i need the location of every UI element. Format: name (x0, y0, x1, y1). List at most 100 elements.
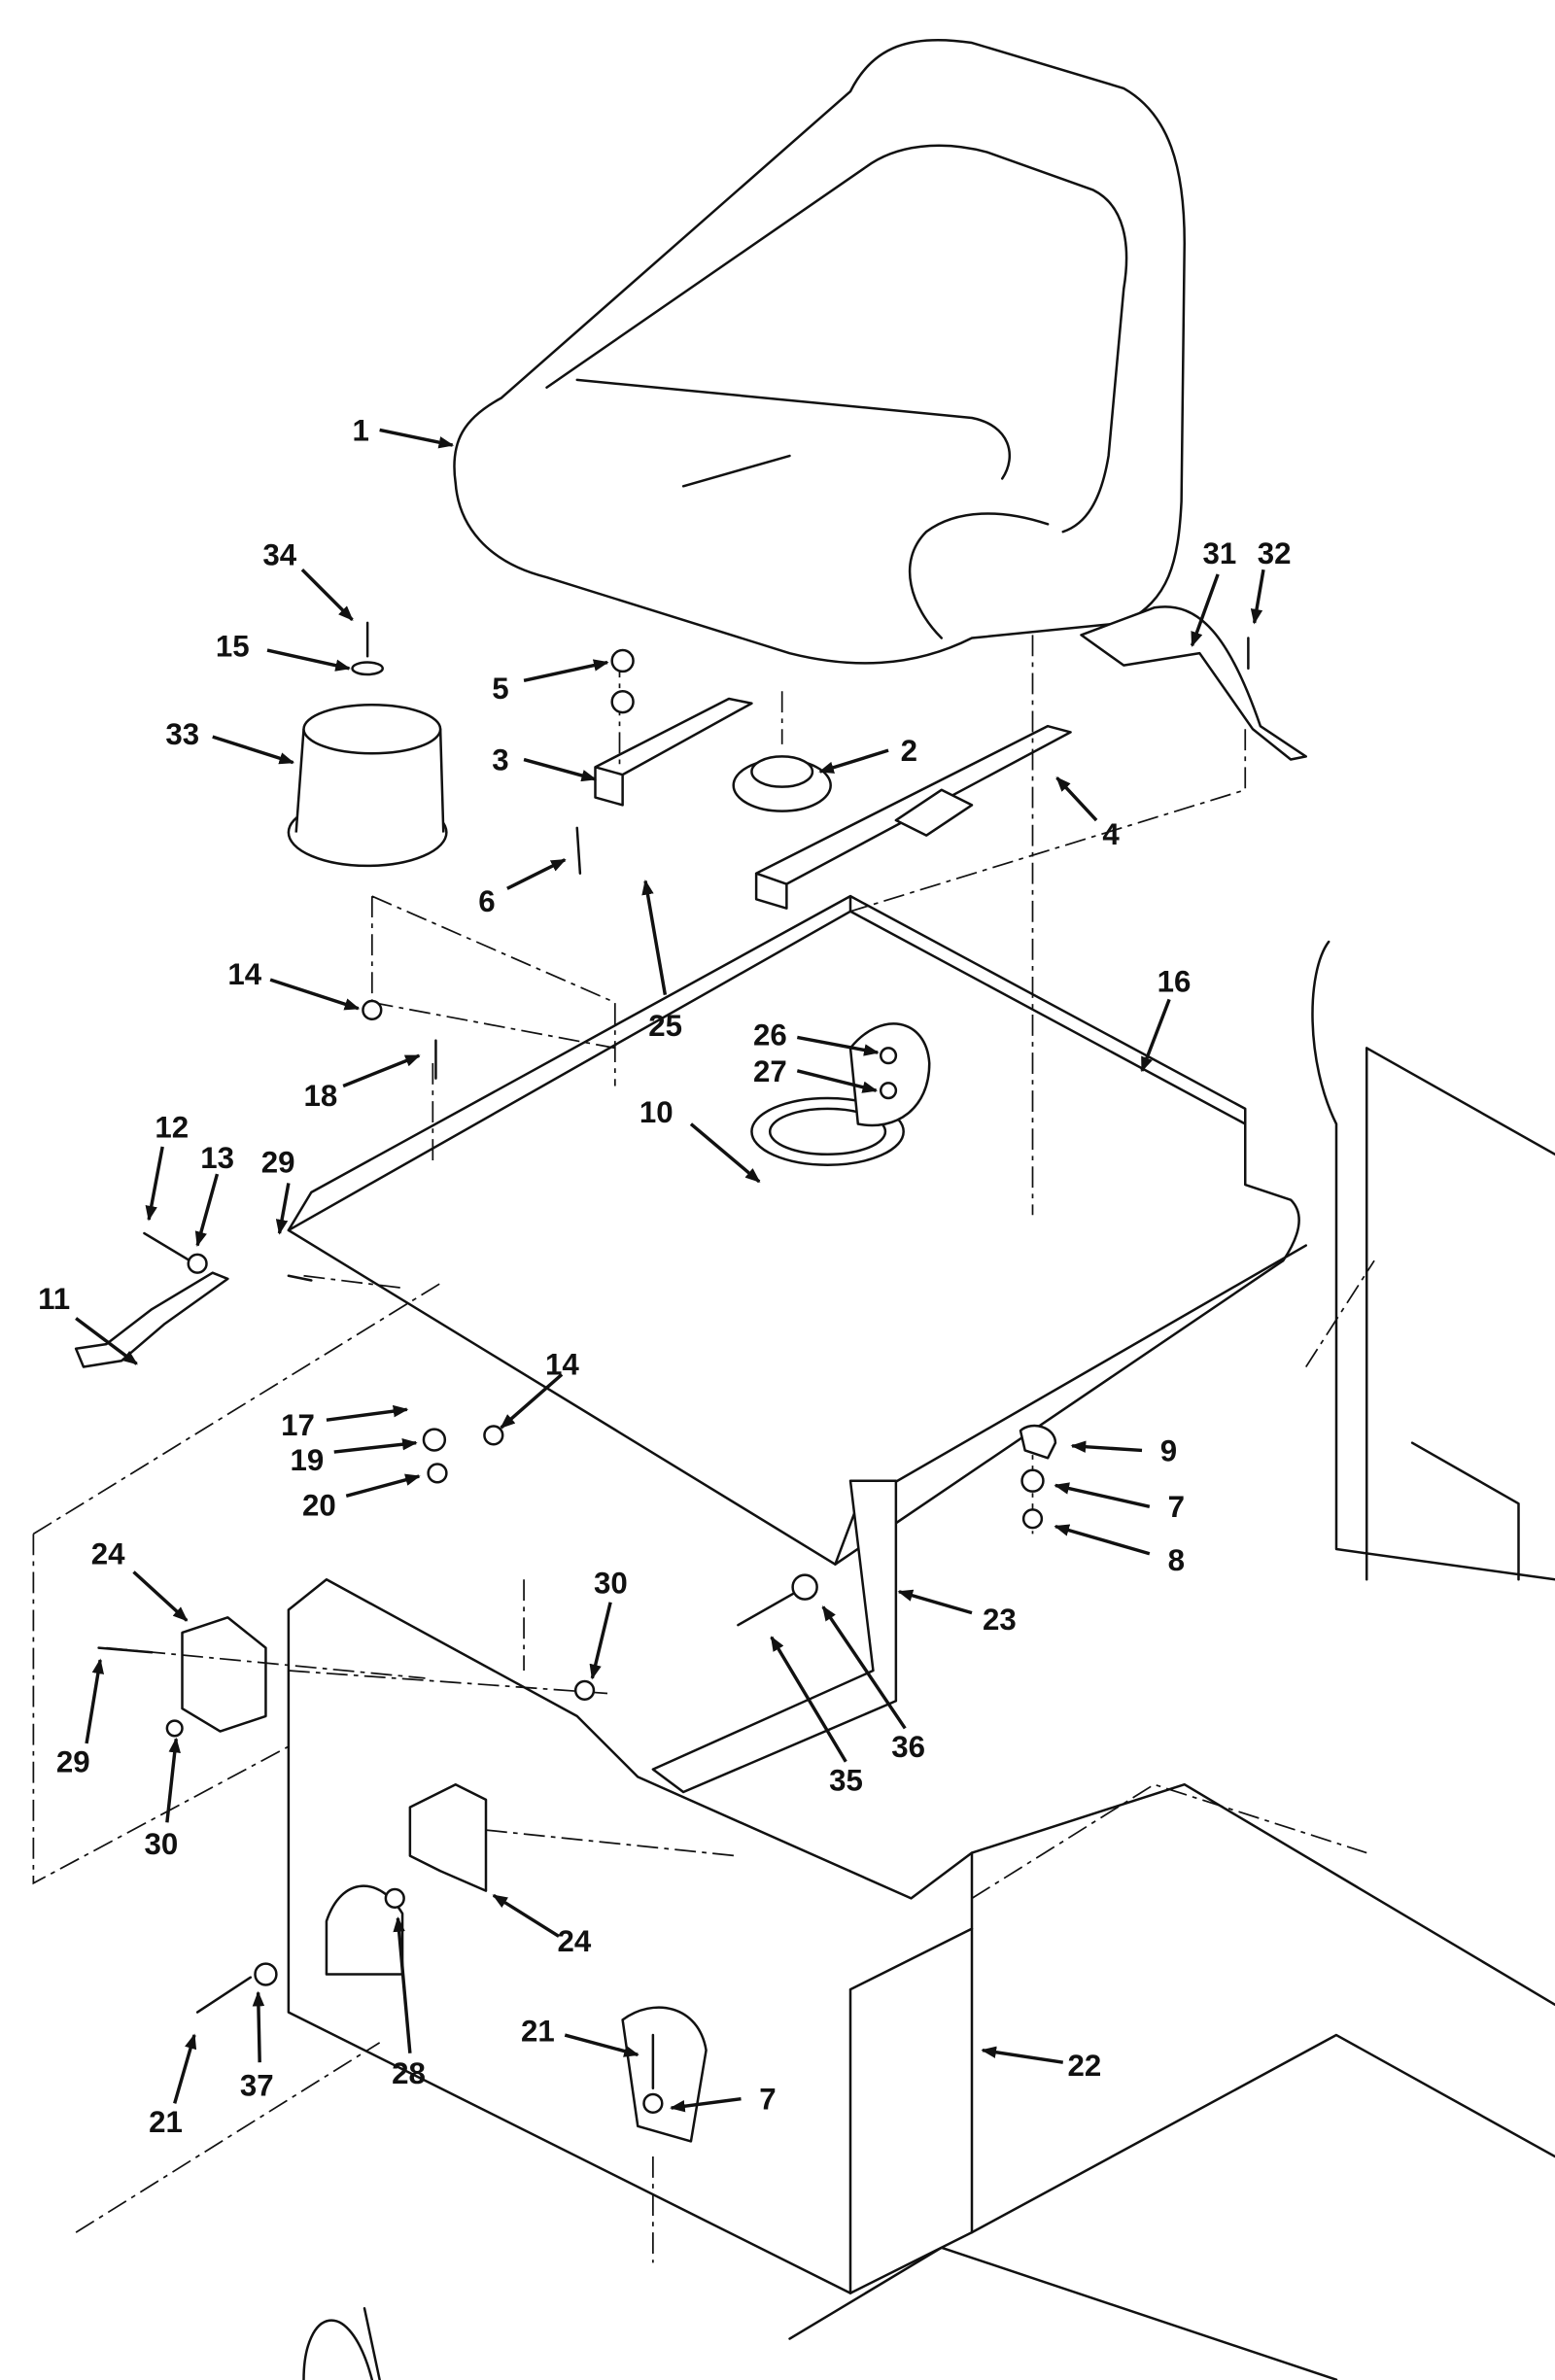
chassis-right (1311, 940, 1555, 1581)
hardware-part (791, 1573, 818, 1601)
callout-arrow-34 (300, 569, 354, 621)
callout-arrow-15 (266, 648, 351, 672)
callout-1: 1 (353, 413, 369, 447)
seat (453, 38, 1186, 665)
chassis-lower (302, 1782, 1555, 2380)
callout-arrow-32 (1250, 569, 1265, 625)
callout-arrow-25 (641, 879, 668, 996)
cup-holder (287, 621, 448, 868)
callout-20: 20 (302, 1489, 336, 1523)
handle (1080, 605, 1307, 761)
callout-16: 16 (1158, 965, 1192, 999)
callout-arrow-5 (523, 659, 609, 682)
hardware-part (427, 1463, 448, 1484)
callout-21: 21 (521, 2014, 555, 2048)
callout-arrow-6 (506, 858, 567, 890)
callout-8: 8 (1168, 1543, 1185, 1577)
callout-7: 7 (1168, 1490, 1185, 1524)
callout-34: 34 (262, 538, 296, 572)
callout-arrow-30 (589, 1602, 612, 1680)
callout-arrow-2 (818, 748, 889, 774)
tube (74, 1271, 229, 1368)
callout-arrow-21 (173, 2033, 197, 2104)
callout-arrow-26 (796, 1035, 880, 1056)
callout-arrow-28 (393, 1916, 412, 2053)
callout-4: 4 (1102, 817, 1120, 851)
callout-arrow-22 (981, 2046, 1064, 2064)
hardware-part (1020, 1468, 1045, 1493)
callout-arrow-17 (326, 1404, 409, 1422)
callout-37: 37 (240, 2069, 274, 2103)
hardware-part (422, 1428, 447, 1452)
callout-arrow-12 (145, 1146, 164, 1222)
callout-arrow-30 (165, 1737, 181, 1823)
seat-rails (594, 697, 1072, 910)
callout-arrow-35 (770, 1636, 847, 1763)
hardware-part (165, 1719, 184, 1738)
hinge (181, 1616, 267, 1733)
callout-33: 33 (165, 717, 199, 751)
callout-35: 35 (829, 1763, 863, 1797)
callout-12: 12 (155, 1111, 189, 1145)
callout-31: 31 (1203, 536, 1237, 570)
callout-arrow-9 (1070, 1440, 1143, 1453)
callout-11: 11 (38, 1282, 70, 1316)
callout-22: 22 (1067, 2049, 1101, 2083)
hardware-part (880, 1047, 898, 1065)
callout-3: 3 (492, 742, 508, 776)
callout-arrow-20 (345, 1473, 421, 1499)
callout-arrow-1 (379, 428, 455, 449)
callout-19: 19 (290, 1443, 324, 1477)
hardware-part (384, 1887, 405, 1910)
callout-28: 28 (392, 2056, 426, 2090)
callout-18: 18 (304, 1079, 338, 1113)
callout-7: 7 (759, 2083, 776, 2117)
callout-14: 14 (545, 1347, 579, 1381)
callout-21: 21 (149, 2105, 183, 2139)
callout-arrow-31 (1190, 573, 1220, 647)
hardware-part (1021, 1508, 1044, 1530)
callout-26: 26 (753, 1018, 787, 1052)
callout-arrow-7 (1054, 1482, 1151, 1508)
callout-2: 2 (901, 734, 917, 768)
callout-23: 23 (983, 1603, 1017, 1637)
callout-arrow-3 (523, 757, 598, 782)
callout-30: 30 (594, 1566, 628, 1600)
callout-arrow-21 (564, 2033, 639, 2057)
callout-10: 10 (639, 1095, 674, 1129)
callout-arrow-7 (670, 2096, 742, 2113)
callout-arrow-11 (75, 1317, 138, 1365)
callout-arrow-13 (194, 1173, 220, 1248)
hardware (97, 637, 1250, 2114)
callout-arrow-19 (333, 1437, 418, 1454)
callout-9: 9 (1160, 1433, 1177, 1467)
hardware-part (880, 1082, 898, 1100)
callout-arrow-33 (212, 735, 295, 765)
callout-arrow-8 (1054, 1524, 1151, 1556)
callout-15: 15 (216, 629, 250, 663)
callout-24: 24 (557, 1924, 591, 1958)
hardware-part (362, 999, 383, 1020)
callout-arrows (75, 428, 1265, 2113)
callout-arrow-24 (132, 1570, 189, 1622)
callout-29: 29 (56, 1745, 90, 1779)
callout-arrow-24 (492, 1893, 560, 1938)
callout-29: 29 (261, 1146, 295, 1180)
callout-arrow-37 (252, 1990, 265, 2063)
callout-24: 24 (91, 1537, 125, 1571)
callout-arrow-18 (342, 1053, 421, 1088)
callout-17: 17 (281, 1408, 315, 1442)
callout-13: 13 (200, 1141, 234, 1175)
callout-32: 32 (1258, 536, 1292, 570)
hardware-part (254, 1962, 278, 1986)
support-frame (287, 1479, 974, 2294)
hardware-part (483, 1425, 504, 1446)
callout-6: 6 (478, 884, 495, 918)
callout-arrow-36 (821, 1605, 907, 1730)
hardware-part (610, 689, 635, 714)
callout-arrow-14 (500, 1373, 564, 1430)
callout-36: 36 (891, 1730, 925, 1764)
